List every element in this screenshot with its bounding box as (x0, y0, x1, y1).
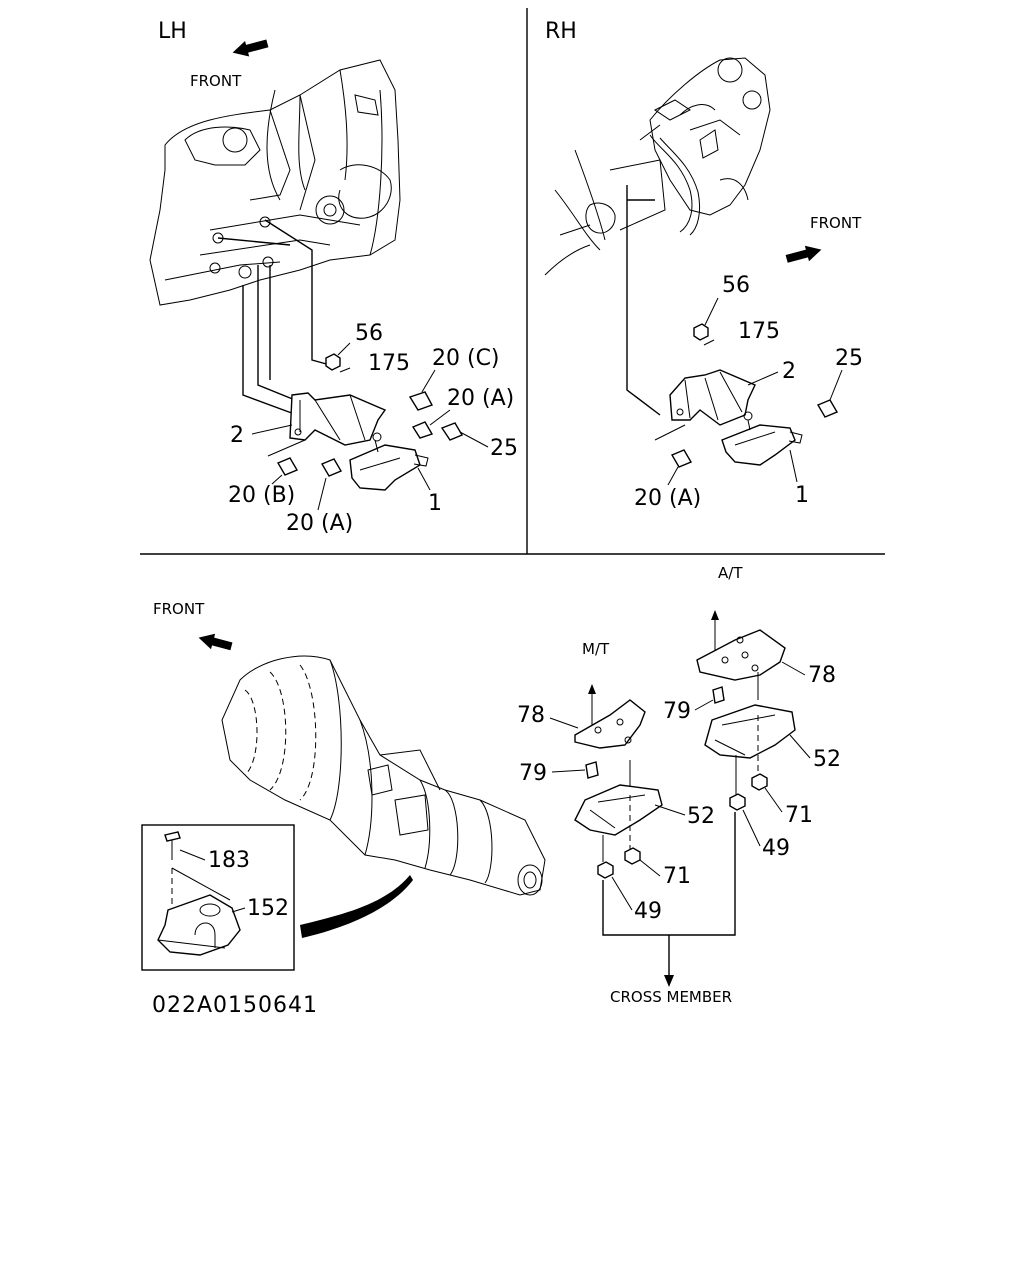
mt-assembly: 78 79 52 71 49 (517, 684, 715, 924)
at-callout-49: 49 (762, 836, 790, 861)
inset-callout-152: 152 (247, 896, 289, 921)
lh-panel: LH FRONT (149, 19, 518, 536)
lh-callout-175: 175 (368, 351, 410, 376)
cross-member-leader (602, 812, 736, 987)
inset-callout-183: 183 (208, 848, 250, 873)
inset-pointer-arrow-icon (300, 875, 413, 938)
lh-callout-56: 56 (355, 321, 383, 346)
lh-bracket (289, 392, 387, 446)
bottom-front-arrow-icon (198, 633, 233, 651)
at-callout-79: 79 (663, 699, 691, 724)
rh-callout-175: 175 (738, 319, 780, 344)
at-label: A/T (718, 564, 743, 582)
rh-callout-1: 1 (795, 483, 809, 508)
rh-callout-20a: 20 (A) (634, 486, 701, 511)
rh-front-arrow-icon (785, 245, 822, 263)
lh-front-arrow-icon (232, 39, 269, 57)
diagram-code: 022A0150641 (152, 993, 318, 1018)
mt-callout-49: 49 (634, 899, 662, 924)
inset-box: 183 152 (141, 824, 295, 971)
bottom-front-label: FRONT (153, 600, 205, 618)
mt-callout-79: 79 (519, 761, 547, 786)
transmission-sketch (221, 655, 546, 896)
at-assembly: 78 79 52 71 49 (663, 610, 841, 861)
rh-callouts: 56 175 2 25 1 20 (A) (634, 273, 863, 511)
lh-callout-20a-lower: 20 (A) (286, 511, 353, 536)
lh-fasteners (267, 353, 464, 477)
panel-dividers (140, 8, 885, 555)
at-callout-78: 78 (808, 663, 836, 688)
lh-callouts: 56 175 20 (C) 20 (A) 25 2 1 20 (B) 20 (A… (228, 321, 518, 536)
bottom-panel: FRONT (141, 564, 841, 1018)
lh-callout-1: 1 (428, 491, 442, 516)
lh-mount (349, 432, 429, 491)
at-callout-52: 52 (813, 747, 841, 772)
mt-callout-71: 71 (663, 864, 691, 889)
rh-fasteners (670, 323, 839, 468)
lh-callout-2: 2 (230, 423, 244, 448)
rh-title: RH (545, 19, 577, 44)
lh-engine-sketch (149, 59, 401, 306)
rh-mount (721, 411, 803, 466)
mt-callout-52: 52 (687, 804, 715, 829)
lh-front-label: FRONT (190, 72, 242, 90)
at-callout-71: 71 (785, 803, 813, 828)
cross-member-label: CROSS MEMBER (610, 988, 732, 1006)
lh-callout-25: 25 (490, 436, 518, 461)
lh-callout-20a-upper: 20 (A) (447, 386, 514, 411)
rh-panel: RH (544, 19, 863, 511)
rh-callout-2: 2 (782, 359, 796, 384)
lh-callout-20b: 20 (B) (228, 483, 295, 508)
rh-callout-56: 56 (722, 273, 750, 298)
rh-engine-sketch (544, 57, 771, 276)
lh-callout-20c: 20 (C) (432, 346, 500, 371)
rh-bracket (669, 369, 756, 426)
rh-callout-25: 25 (835, 346, 863, 371)
mt-label: M/T (582, 640, 610, 658)
rh-front-label: FRONT (810, 214, 862, 232)
mt-callout-78: 78 (517, 703, 545, 728)
lh-leader-lines (217, 219, 331, 416)
lh-title: LH (158, 19, 187, 44)
rh-leader-lines (626, 185, 686, 441)
